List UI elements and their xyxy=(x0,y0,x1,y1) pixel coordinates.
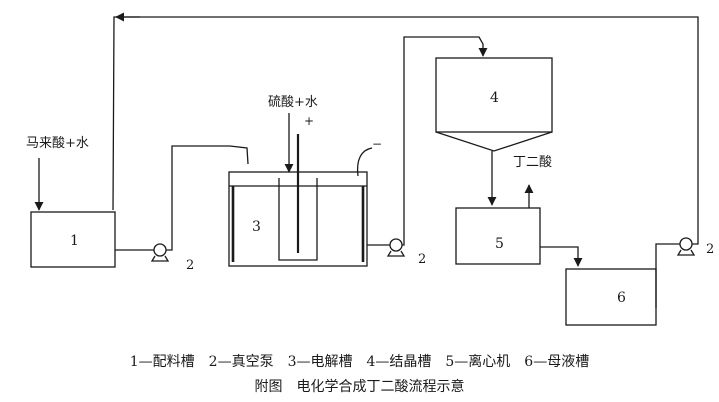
unit-3-number: 3 xyxy=(252,219,261,235)
pipe-tank6-pump3 xyxy=(655,243,680,308)
unit-1-number: 1 xyxy=(70,233,79,249)
pipe-pump1-tank3 xyxy=(166,145,249,251)
batching-tank xyxy=(30,211,116,268)
pump-1-number: 2 xyxy=(186,258,195,273)
legend-items: 1—配料槽 2—真空泵 3—电解槽 4—结晶槽 5—离心机 6—母液槽 xyxy=(129,354,590,370)
cathode-label: − xyxy=(372,137,383,151)
mother-liquor-tank xyxy=(565,268,657,326)
pipe-pump2-tank4 xyxy=(402,36,488,246)
unit-5-number: 5 xyxy=(495,236,504,252)
cathode-lead xyxy=(356,147,373,177)
acid-label: 硫酸+水 xyxy=(268,95,318,110)
anode-label: + xyxy=(304,114,315,128)
vacuum-pump-2 xyxy=(386,238,406,257)
recycle-pipe xyxy=(112,16,699,245)
unit-6-number: 6 xyxy=(617,290,626,306)
unit-4-number: 4 xyxy=(490,90,499,106)
pump-3-number: 2 xyxy=(706,242,715,257)
pipe-centrifuge-tank6 xyxy=(540,246,583,267)
vacuum-pump-1 xyxy=(150,243,170,262)
feed-label: 马来酸+水 xyxy=(26,136,89,151)
figure-caption: 附图 电化学合成丁二酸流程示意 xyxy=(254,379,465,395)
crystallization-tank xyxy=(435,57,553,152)
vacuum-pump-3 xyxy=(676,237,696,256)
centrifuge xyxy=(455,207,541,265)
product-label: 丁二酸 xyxy=(513,155,553,170)
pump-2-number: 2 xyxy=(418,252,427,267)
